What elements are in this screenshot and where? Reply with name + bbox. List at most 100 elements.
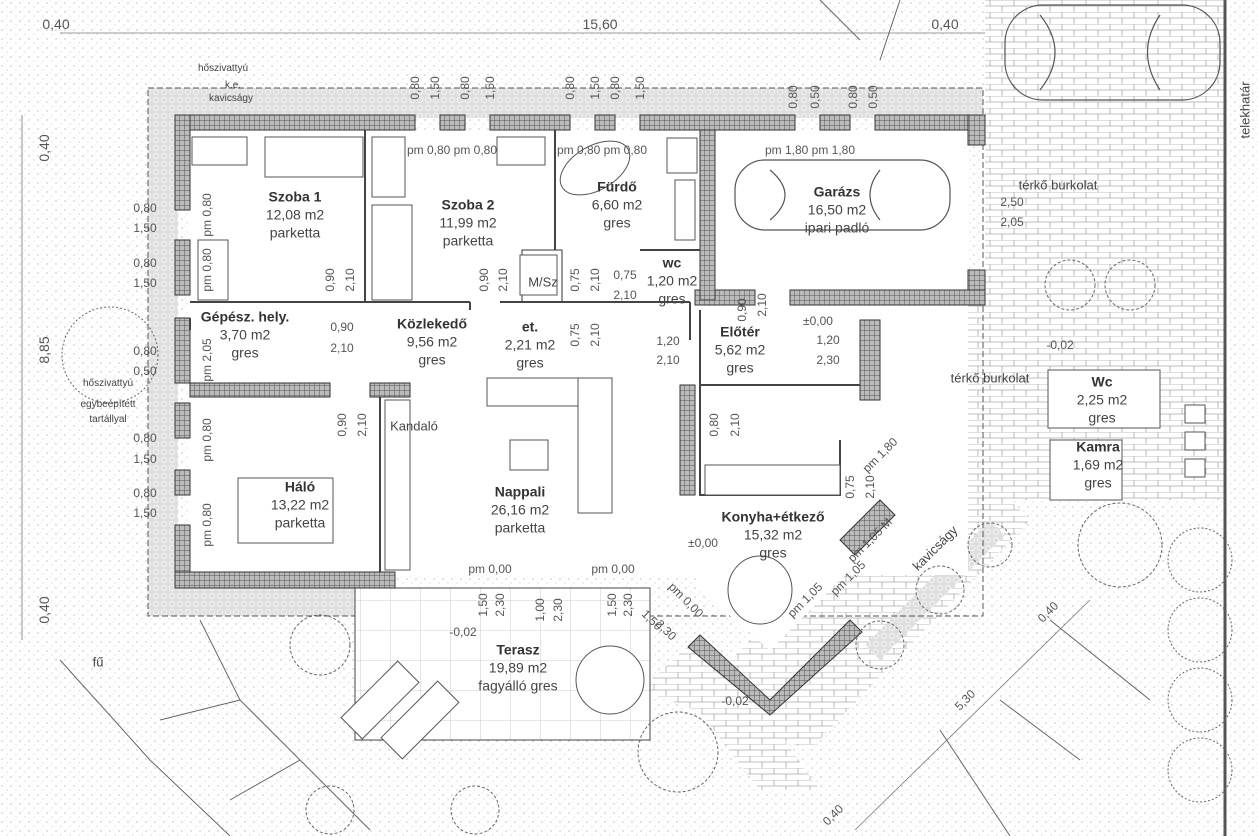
dimension-label: 0,80 <box>133 256 157 270</box>
room-floor: parketta <box>274 515 326 532</box>
dimension-label: 2,10 <box>355 413 369 437</box>
room-floor: gres <box>603 215 631 232</box>
room-area: 26,16 m2 <box>490 501 550 518</box>
annotation-label: fű <box>92 654 104 670</box>
dimension-label: 1,50 <box>476 593 490 617</box>
dimension-label: 0,90 <box>330 320 354 334</box>
dimension-label: pm 0,80 pm 0,80 <box>406 143 498 157</box>
dimension-label: 1,00 <box>533 598 547 622</box>
dimension-label: 2,05 <box>1000 215 1024 229</box>
room-name: Konyha+étkező <box>721 508 825 525</box>
annotation-label: k.e. <box>224 80 242 91</box>
dimension-label: 0,80 <box>707 413 721 437</box>
room-area: 2,25 m2 <box>1076 391 1128 408</box>
dimension-label: 0,50 <box>133 364 157 378</box>
dimension-label: 0,80 <box>458 76 472 100</box>
room-area: 19,89 m2 <box>488 659 548 676</box>
room-name: Kamra <box>1076 438 1120 455</box>
room-area: 1,20 m2 <box>646 272 698 289</box>
annotation-label: térkő burkolat <box>950 370 1030 386</box>
room-floor: gres <box>418 352 446 369</box>
dimension-label: 0,50 <box>866 85 880 109</box>
dimension-label: -0,02 <box>449 625 477 639</box>
dimension-label: 2,10 <box>588 323 602 347</box>
room-name: Nappali <box>494 483 546 500</box>
room-floor: gres <box>658 291 686 308</box>
dimension-label: 0,90 <box>335 413 349 437</box>
room-floor: gres <box>231 345 259 362</box>
dimension-label: 0,80 <box>133 431 157 445</box>
dimension-label: 1,50 <box>633 76 647 100</box>
gravel-bed-diagonal <box>865 520 1005 660</box>
dimension-label: pm 0,80 <box>200 503 214 547</box>
room-area: 13,22 m2 <box>270 496 330 513</box>
annotation-label: telekhatár <box>1237 81 1253 139</box>
room-name: Terasz <box>496 641 540 658</box>
dimension-label: 2,30 <box>551 598 565 622</box>
room-floor: gres <box>759 545 787 562</box>
dimension-label: 0,90 <box>735 298 749 322</box>
dimension-label: pm 2,05 <box>200 338 214 382</box>
dimension-label: 1,50 <box>133 221 157 235</box>
annotation-label: Kandaló <box>390 418 438 434</box>
dimension-label: 1,20 <box>656 334 680 348</box>
dimension-label: 1,50 <box>588 76 602 100</box>
room-label: Gépész. hely.3,70 m2 gres <box>201 308 289 363</box>
dimension-label: 2,30 <box>621 593 635 617</box>
room-name: Előtér <box>720 323 760 340</box>
dimension-label: 15,60 <box>582 16 618 32</box>
room-floor: ipari padló <box>804 220 870 237</box>
dimension-label: 0,40 <box>931 16 959 32</box>
room-area: 12,08 m2 <box>265 206 325 223</box>
annotation-label: M/Sz <box>528 274 558 290</box>
room-name: Közlekedő <box>396 315 468 332</box>
room-name: Szoba 1 <box>268 188 322 205</box>
dimension-label: 2,10 <box>755 293 769 317</box>
room-floor: parketta <box>442 233 494 250</box>
dimension-label: 2,10 <box>343 268 357 292</box>
room-floor: gres <box>726 360 754 377</box>
dimension-label: 2,10 <box>728 413 742 437</box>
room-name: Szoba 2 <box>441 196 495 213</box>
dimension-label: 8,85 <box>36 336 52 364</box>
dimension-label: 1,50 <box>133 452 157 466</box>
dimension-label: 2,50 <box>1000 195 1024 209</box>
dimension-label: 0,90 <box>477 268 491 292</box>
dimension-label: 0,80 <box>133 486 157 500</box>
dimension-label: 1,50 <box>133 276 157 290</box>
dimension-label: pm 0,80 pm 0,80 <box>556 143 648 157</box>
room-floor: parketta <box>494 520 546 537</box>
walls <box>174 114 986 716</box>
dimension-label: 0,80 <box>133 344 157 358</box>
room-area: 6,60 m2 <box>591 196 643 213</box>
dimension-label: 0,50 <box>808 85 822 109</box>
dimension-label: 0,80 <box>786 85 800 109</box>
dimension-label: ±0,00 <box>803 314 833 328</box>
room-area: 3,70 m2 <box>219 326 271 343</box>
dimension-label: pm 0,80 <box>200 193 214 237</box>
dimension-label: 2,10 <box>496 268 510 292</box>
dimension-label: 0,40 <box>36 596 52 624</box>
dimension-label: 0,75 <box>568 268 582 292</box>
dimension-label: 2,10 <box>656 353 680 367</box>
room-name: Gépész. hely. <box>200 308 290 325</box>
dimension-label: pm 0,00 <box>468 562 512 576</box>
dimension-label: 2,30 <box>816 353 840 367</box>
dimension-label: 1,50 <box>133 506 157 520</box>
dimension-label: 0,75 <box>843 475 857 499</box>
dimension-label: 2,10 <box>863 475 877 499</box>
car-icon <box>734 4 1221 231</box>
room-floor: gres <box>1084 475 1112 492</box>
dimension-label: -0,02 <box>1046 338 1074 352</box>
room-name: Garázs <box>813 183 861 200</box>
